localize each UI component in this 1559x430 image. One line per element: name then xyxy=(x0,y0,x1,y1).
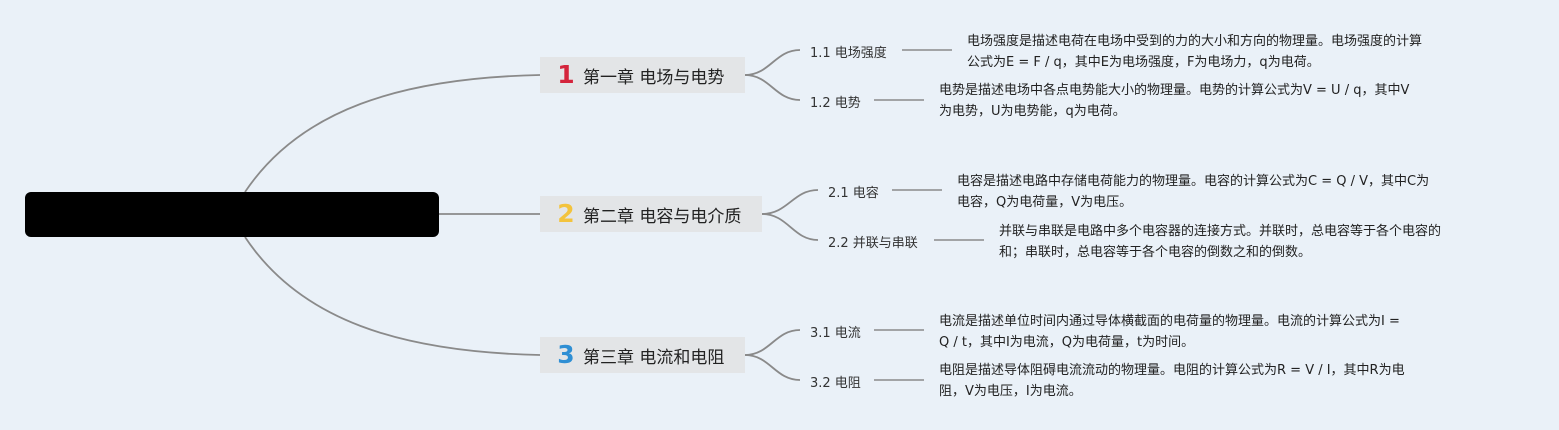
chapter-2-number-icon: 2 xyxy=(557,199,575,228)
section-2-2-topic[interactable]: 2.2 并联与串联 xyxy=(828,236,918,251)
connector-ch3-s2 xyxy=(744,354,801,381)
connector-root-ch1 xyxy=(244,74,541,193)
section-2-1-description[interactable]: 电容是描述电路中存储电荷能力的物理量。电容的计算公式为C = Q / V，其中C… xyxy=(957,171,1429,213)
desc-line: 阻，V为电压，I为电流。 xyxy=(939,384,1082,399)
root-topic[interactable] xyxy=(25,192,439,237)
desc-line: 电容是描述电路中存储电荷能力的物理量。电容的计算公式为C = Q / V，其中C… xyxy=(957,174,1430,189)
chapter-3-topic[interactable]: 3 第三章 电流和电阻 xyxy=(540,337,745,373)
section-2-1-topic[interactable]: 2.1 电容 xyxy=(828,186,879,201)
section-3-1-topic[interactable]: 3.1 电流 xyxy=(810,326,861,341)
chapter-2-title: 第二章 电容与电介质 xyxy=(583,206,742,227)
connector-ch1-s1 xyxy=(744,49,801,76)
desc-line: 为电势，U为电势能，q为电荷。 xyxy=(939,104,1126,119)
section-1-2-description[interactable]: 电势是描述电场中各点电势能大小的物理量。电势的计算公式为V = U / q，其中… xyxy=(939,80,1409,122)
desc-line: 电势是描述电场中各点电势能大小的物理量。电势的计算公式为V = U / q，其中… xyxy=(939,83,1410,98)
section-3-2-description[interactable]: 电阻是描述导体阻碍电流流动的物理量。电阻的计算公式为R = V / I，其中R为… xyxy=(939,360,1405,402)
desc-line: 电阻是描述导体阻碍电流流动的物理量。电阻的计算公式为R = V / I，其中R为… xyxy=(939,363,1405,378)
connector-ch2-s1 xyxy=(761,189,819,215)
desc-line: 公式为E = F / q，其中E为电场强度，F为电场力，q为电荷。 xyxy=(967,55,1320,70)
chapter-3-title: 第三章 电流和电阻 xyxy=(583,347,725,368)
section-2-2-description[interactable]: 并联与串联是电路中多个电容器的连接方式。并联时，总电容等于各个电容的 和；串联时… xyxy=(999,221,1441,263)
desc-line: 并联与串联是电路中多个电容器的连接方式。并联时，总电容等于各个电容的 xyxy=(999,224,1442,239)
connector-root-ch3 xyxy=(244,236,541,356)
connector-ch1-s2 xyxy=(744,74,801,101)
chapter-1-title: 第一章 电场与电势 xyxy=(583,67,725,88)
chapter-1-number-icon: 1 xyxy=(557,60,575,89)
connector-ch3-s1 xyxy=(744,329,801,356)
chapter-1-topic[interactable]: 1 第一章 电场与电势 xyxy=(540,57,745,93)
section-3-2-topic[interactable]: 3.2 电阻 xyxy=(810,376,861,391)
section-1-2-topic[interactable]: 1.2 电势 xyxy=(810,96,861,111)
section-3-1-description[interactable]: 电流是描述单位时间内通过导体横截面的电荷量的物理量。电流的计算公式为I = Q … xyxy=(939,311,1400,353)
desc-line: 和；串联时，总电容等于各个电容的倒数之和的倒数。 xyxy=(999,245,1312,260)
connector-ch2-s2 xyxy=(761,213,819,241)
chapter-3-number-icon: 3 xyxy=(557,340,575,369)
desc-line: 电容，Q为电荷量，V为电压。 xyxy=(957,195,1133,210)
desc-line: 电场强度是描述电荷在电场中受到的力的大小和方向的物理量。电场强度的计算 xyxy=(967,34,1423,49)
desc-line: Q / t，其中I为电流，Q为电荷量，t为时间。 xyxy=(939,335,1195,350)
desc-line: 电流是描述单位时间内通过导体横截面的电荷量的物理量。电流的计算公式为I = xyxy=(939,314,1400,329)
section-1-1-topic[interactable]: 1.1 电场强度 xyxy=(810,46,887,61)
section-1-1-description[interactable]: 电场强度是描述电荷在电场中受到的力的大小和方向的物理量。电场强度的计算 公式为E… xyxy=(967,31,1422,73)
chapter-2-topic[interactable]: 2 第二章 电容与电介质 xyxy=(540,196,762,232)
